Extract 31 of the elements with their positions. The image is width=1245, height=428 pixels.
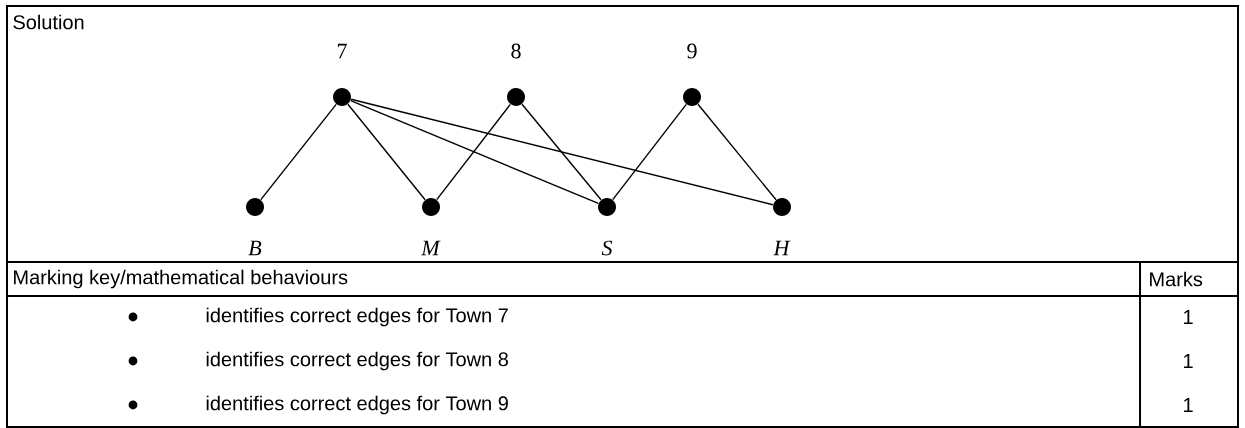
graph-edge xyxy=(350,98,774,206)
marking-criterion: identifies correct edges for Town 8 xyxy=(206,351,508,371)
vertex-label: H xyxy=(773,240,791,256)
graph-vertex xyxy=(507,88,525,106)
marking-criterion: identifies correct edges for Town 9 xyxy=(206,395,508,415)
graph-edge xyxy=(347,103,426,201)
mark-value: 1 xyxy=(1184,354,1193,368)
column-header: Marks xyxy=(1150,271,1203,287)
mark-value: 1 xyxy=(1184,398,1193,412)
graph-edge xyxy=(612,103,687,201)
vertex-label: B xyxy=(248,240,262,256)
graph-vertex xyxy=(333,88,351,106)
graph-vertex xyxy=(683,88,701,106)
marking-criterion: identifies correct edges for Town 7 xyxy=(206,307,508,327)
section-heading: Solution xyxy=(13,14,84,30)
column-header: Marking key/mathematical behaviours xyxy=(14,269,348,289)
graph-edge xyxy=(350,99,600,205)
graph-vertex xyxy=(598,198,616,216)
graph-edge xyxy=(697,103,777,201)
vertex-label: S xyxy=(601,240,613,256)
graph-edge xyxy=(521,103,602,201)
graph-edge xyxy=(260,103,337,201)
vertex-label: 9 xyxy=(687,43,697,59)
graph-vertex xyxy=(246,198,264,216)
graph-vertex xyxy=(422,198,440,216)
mark-value: 1 xyxy=(1184,310,1193,324)
vertex-label: 8 xyxy=(511,43,521,59)
graph-vertex xyxy=(773,198,791,216)
graph-edge xyxy=(436,103,511,201)
vertex-label: 7 xyxy=(337,43,347,59)
vertex-label: M xyxy=(421,240,441,256)
